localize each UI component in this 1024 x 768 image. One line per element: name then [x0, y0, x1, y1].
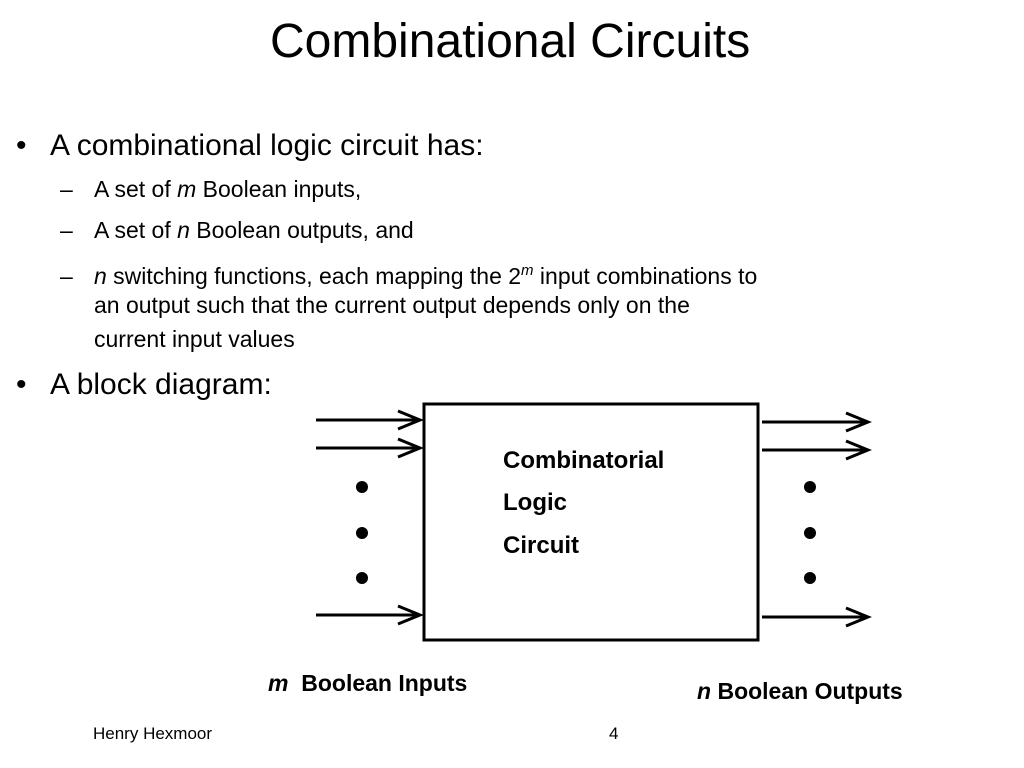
- sub-text-post: Boolean outputs, and: [189, 217, 414, 243]
- output-arrow: [762, 439, 872, 461]
- bullet-text: A block diagram:: [50, 368, 272, 401]
- superscript-m: m: [521, 262, 534, 279]
- bullet-combinational-logic: • A combinational logic circuit has:: [16, 129, 484, 163]
- input-arrow: [316, 604, 424, 626]
- var-m: m: [177, 176, 197, 202]
- inputs-label-text: Boolean Inputs: [288, 670, 468, 696]
- box-label-line-3: Circuit: [503, 532, 580, 559]
- footer-page-number: 4: [609, 724, 619, 743]
- box-label-line-1: Combinatorial: [503, 447, 665, 474]
- outputs-label-text: Boolean Outputs: [711, 678, 903, 704]
- sub-bullet-continuation-1: an output such that the current output d…: [94, 292, 690, 318]
- sub-text-post: input combinations to: [533, 263, 758, 289]
- bullet-text: A combinational logic circuit has:: [50, 129, 484, 162]
- sub-text-pre: A set of: [94, 217, 178, 243]
- footer-author: Henry Hexmoor: [93, 724, 213, 743]
- bullet-block-diagram: • A block diagram:: [16, 368, 272, 402]
- var-n: n: [697, 678, 712, 704]
- sub-bullet-mark: –: [60, 217, 73, 243]
- sub-bullet-continuation-2: current input values: [94, 326, 295, 352]
- sub-bullet-mark: –: [60, 263, 73, 289]
- var-m: m: [268, 670, 289, 696]
- sub-text-pre: A set of: [94, 176, 178, 202]
- inputs-label: m Boolean Inputs: [268, 669, 467, 697]
- sub-bullet-inputs: –A set of m Boolean inputs,: [60, 172, 361, 206]
- input-arrows: [316, 409, 424, 626]
- bullet-mark: •: [16, 368, 27, 401]
- slide-title: Combinational Circuits: [270, 15, 751, 68]
- sub-bullet-mark: –: [60, 176, 73, 202]
- output-ellipsis-dots: [804, 481, 816, 584]
- var-n: n: [94, 263, 107, 289]
- output-arrow: [762, 606, 872, 628]
- sub-text-mid: switching functions, each mapping the 2: [106, 263, 522, 289]
- output-arrows: [762, 411, 872, 628]
- output-arrow: [762, 411, 872, 433]
- sub-text-post: Boolean inputs,: [196, 176, 362, 202]
- sub-bullet-switching-functions: –n switching functions, each mapping the…: [60, 254, 757, 293]
- circuit-box: [422, 402, 760, 642]
- sub-bullet-outputs: –A set of n Boolean outputs, and: [60, 213, 414, 247]
- outputs-label: n Boolean Outputs: [697, 677, 903, 705]
- input-arrow: [316, 437, 424, 459]
- input-arrow: [316, 409, 424, 431]
- bullet-mark: •: [16, 129, 27, 162]
- var-n: n: [177, 217, 190, 243]
- box-label-line-2: Logic: [503, 489, 567, 516]
- input-ellipsis-dots: [356, 481, 368, 584]
